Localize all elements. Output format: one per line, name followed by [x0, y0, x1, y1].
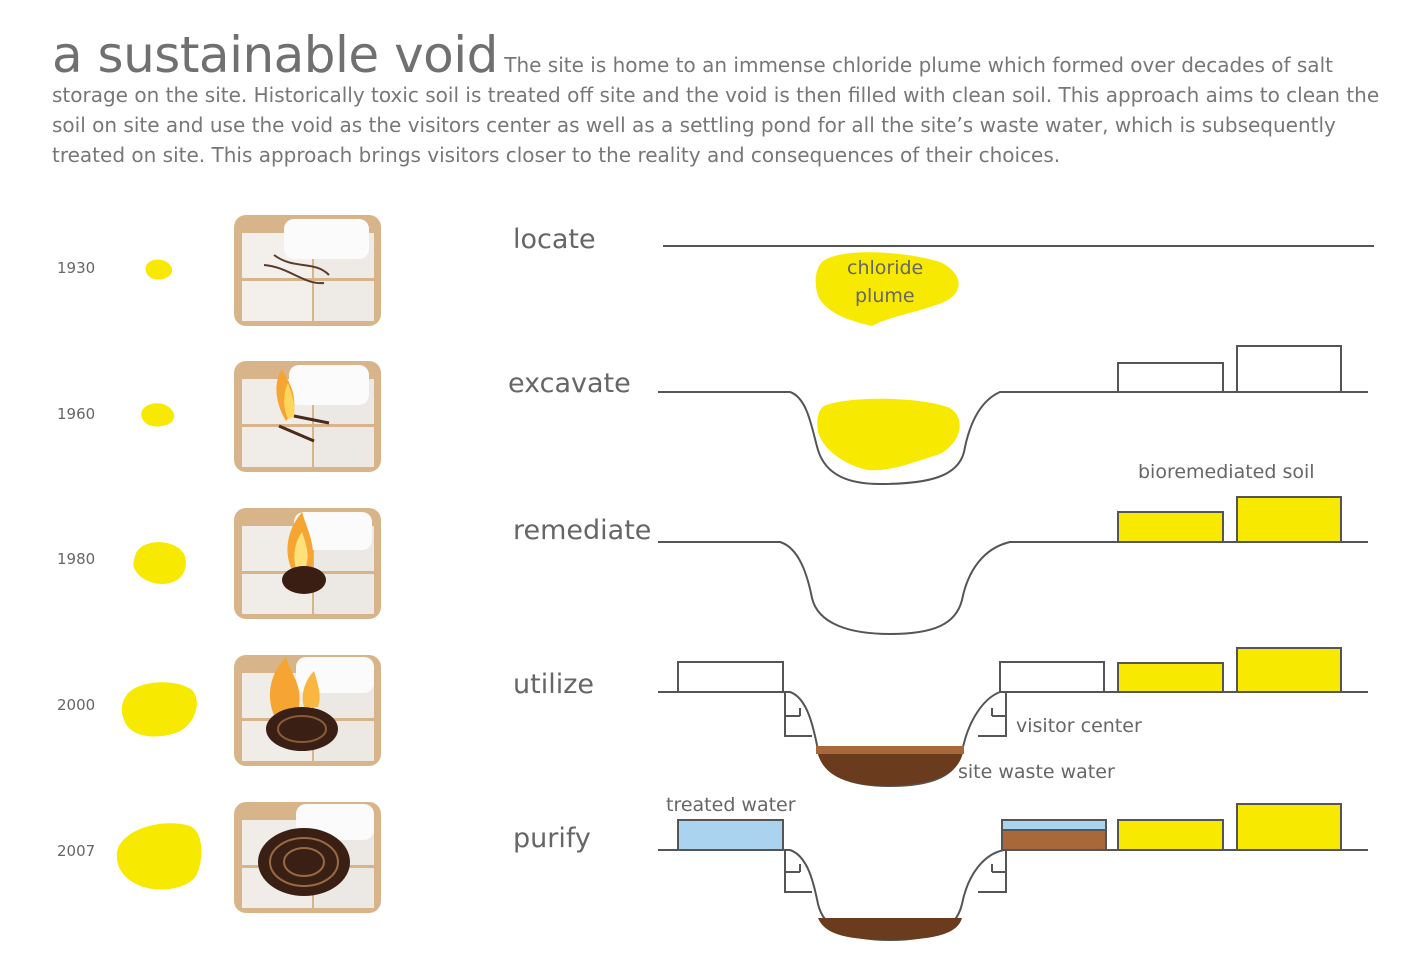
plume-blob-1930	[145, 259, 173, 280]
header-description: The site is home to an immense chloride …	[52, 53, 1380, 167]
photo-1980	[234, 508, 381, 619]
page-title: a sustainable void	[52, 26, 498, 84]
visitor-center-label: visitor center	[1016, 715, 1142, 737]
plume-blob-1980	[133, 542, 186, 584]
soil-box-utilize-2	[1236, 647, 1342, 693]
remediate-group	[658, 496, 1368, 636]
soil-box-purify-2	[1236, 803, 1342, 851]
purify-group	[658, 803, 1368, 942]
header-paragraph: a sustainable void The site is home to a…	[52, 30, 1392, 170]
settled-sludge-purify	[818, 918, 962, 940]
year-2000: 2000	[57, 696, 96, 714]
chloride-plume-excavate	[817, 398, 960, 471]
step-label-locate: locate	[513, 224, 596, 255]
bioremediated-box-1	[1117, 511, 1224, 543]
photo-2000	[234, 655, 381, 766]
purify-structures	[784, 850, 1007, 893]
void-outline-excavate	[658, 391, 1368, 486]
year-1980: 1980	[57, 550, 96, 568]
bioremediated-soil-label: bioremediated soil	[1138, 461, 1315, 483]
void-outline-purify	[658, 849, 1368, 942]
soil-box-excavate-1	[1117, 362, 1224, 393]
photo-1930	[234, 215, 381, 326]
soil-box-purify-1	[1117, 819, 1224, 851]
plume-blob-2000	[121, 682, 197, 737]
plume-blob-2007	[116, 823, 202, 890]
bioremediated-box-2	[1236, 496, 1342, 543]
header: a sustainable void The site is home to a…	[52, 30, 1392, 170]
step-label-excavate: excavate	[508, 368, 631, 399]
photo-1960	[234, 361, 381, 472]
year-2007: 2007	[57, 842, 96, 860]
step-label-remediate: remediate	[513, 515, 652, 546]
chloride-label-line2: plume	[855, 285, 915, 307]
excavate-group	[658, 345, 1368, 486]
photo-2007	[234, 802, 381, 913]
chloride-label-line1: chloride	[847, 257, 924, 279]
step-label-utilize: utilize	[513, 669, 594, 700]
empty-box-utilize-left	[677, 661, 784, 693]
soil-box-utilize-1	[1117, 662, 1224, 693]
year-1930: 1930	[57, 259, 96, 277]
chloride-plume-locate	[815, 252, 959, 326]
visitor-center-structures	[784, 692, 1007, 737]
waste-water-utilize	[816, 746, 964, 786]
waste-water-top-utilize	[816, 746, 964, 754]
step-label-purify: purify	[513, 823, 591, 854]
plume-blob-1960	[141, 403, 175, 427]
soil-box-excavate-2	[1236, 345, 1342, 393]
treated-water-label: treated water	[666, 794, 796, 816]
treated-water-box	[677, 819, 784, 851]
empty-box-utilize-mid	[999, 661, 1105, 693]
void-outline-remediate	[658, 541, 1368, 636]
year-1960: 1960	[57, 405, 96, 423]
mixed-box-purify	[1001, 819, 1107, 851]
site-waste-water-label: site waste water	[958, 761, 1115, 783]
